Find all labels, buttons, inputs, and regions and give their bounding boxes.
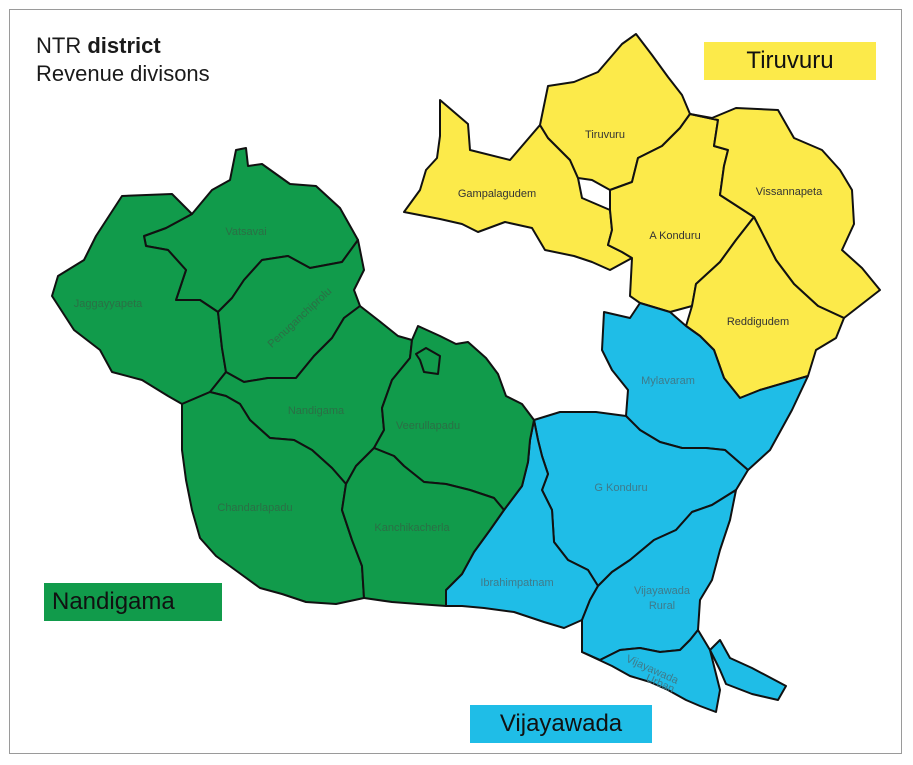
- legend-vijayawada: Vijayawada: [470, 705, 652, 743]
- region-mylavaram[interactable]: [601, 302, 809, 471]
- title-line-1: NTR district: [36, 32, 210, 60]
- label-reddigudem: Reddigudem: [727, 316, 789, 328]
- legend-vijayawada-label: Vijayawada: [499, 710, 623, 737]
- label-tiruvuru: Tiruvuru: [585, 129, 625, 141]
- region-kanchikacherla[interactable]: [341, 447, 505, 607]
- label-g-konduru: G Konduru: [594, 482, 647, 494]
- legend-tiruvuru: Tiruvuru: [704, 42, 876, 80]
- label-vijayawada-rural-2: Rural: [649, 600, 675, 612]
- label-gampalagudem: Gampalagudem: [458, 188, 536, 200]
- label-vissannapeta: Vissannapeta: [756, 186, 823, 198]
- title-line-2: Revenue divisons: [36, 61, 210, 86]
- region-vissannapeta[interactable]: [689, 107, 881, 319]
- title-prefix: NTR: [36, 33, 88, 58]
- vijayawada-division: [445, 302, 809, 713]
- label-vatsavai: Vatsavai: [225, 226, 266, 238]
- label-kanchikacherla: Kanchikacherla: [374, 522, 450, 534]
- tiruvuru-division: [403, 33, 881, 399]
- region-veerullapadu[interactable]: [373, 325, 535, 511]
- label-vijayawada-rural-1: Vijayawada: [634, 585, 691, 597]
- legend-tiruvuru-label: Tiruvuru: [746, 47, 834, 74]
- label-jaggayyapeta: Jaggayyapeta: [74, 298, 143, 310]
- label-a-konduru: A Konduru: [649, 230, 700, 242]
- label-mylavaram: Mylavaram: [641, 375, 695, 387]
- nandigama-division: [51, 147, 535, 607]
- region-vijayawada-urban-east[interactable]: [709, 639, 787, 701]
- label-chandarlapadu: Chandarlapadu: [217, 502, 292, 514]
- map-title: NTR district Revenue divisons: [36, 32, 210, 88]
- label-veerullapadu: Veerullapadu: [396, 420, 460, 432]
- title-bold: district: [87, 33, 161, 58]
- label-ibrahimpatnam: Ibrahimpatnam: [480, 577, 553, 589]
- label-nandigama: Nandigama: [288, 405, 345, 417]
- legend-nandigama-label: Nandigama: [52, 588, 175, 615]
- region-vijayawada-urban[interactable]: [581, 629, 721, 713]
- legend-nandigama: Nandigama: [44, 583, 222, 621]
